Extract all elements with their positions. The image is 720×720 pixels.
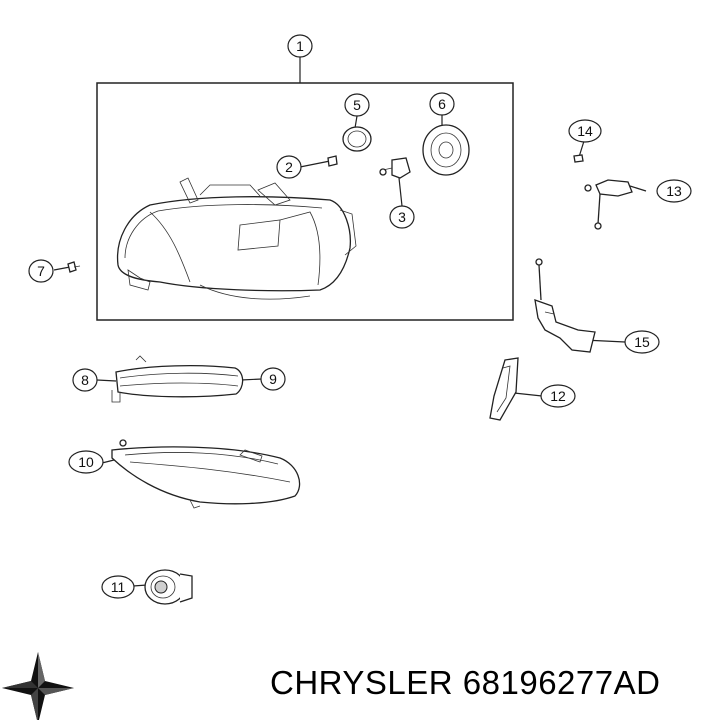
callout-label: 10: [78, 454, 94, 470]
callout-label: 1: [296, 38, 304, 54]
sensor-part-13: [584, 179, 633, 230]
marker-part-12: [489, 357, 519, 421]
assembly-frame: [96, 82, 514, 321]
fog-housing-part-10: [111, 439, 301, 509]
callout-c8: 8: [72, 368, 98, 392]
callout-c3: 3: [389, 205, 415, 229]
callout-label: 13: [666, 183, 682, 199]
callout-label: 6: [438, 96, 446, 112]
callout-label: 9: [269, 371, 277, 387]
callout-label: 8: [81, 372, 89, 388]
callout-c9: 9: [260, 367, 286, 391]
bracket-part-15: [534, 258, 596, 353]
brand-name: CHRYSLER: [270, 664, 454, 701]
headlamp-assembly: [116, 177, 357, 300]
callout-label: 12: [550, 388, 566, 404]
screw-part-7: [67, 261, 81, 273]
callout-c5: 5: [344, 93, 370, 117]
ring-part-5: [342, 126, 372, 152]
callout-label: 11: [111, 579, 126, 595]
drl-parts-8-9: [111, 355, 244, 403]
clip-part-14: [573, 154, 584, 163]
callout-label: 15: [634, 334, 650, 350]
callout-c13: 13: [656, 179, 692, 203]
callout-c1: 1: [287, 34, 313, 58]
callout-c12: 12: [540, 384, 576, 408]
callout-c15: 15: [624, 330, 660, 354]
bulb-part-3: [379, 157, 411, 179]
cover-part-6: [422, 124, 470, 176]
callout-label: 5: [353, 97, 361, 113]
callout-c10: 10: [68, 450, 104, 474]
callout-label: 7: [37, 263, 45, 279]
part-number: 68196277AD: [462, 664, 661, 701]
callout-label: 14: [577, 123, 593, 139]
callout-c11: 11: [101, 575, 135, 599]
callout-c2: 2: [276, 155, 302, 179]
callout-label: 3: [398, 209, 406, 225]
callout-c7: 7: [28, 259, 54, 283]
callout-c14: 14: [568, 119, 602, 143]
chrysler-star-logo: [2, 652, 74, 720]
callout-label: 2: [285, 159, 293, 175]
screw-part-2: [327, 155, 338, 167]
brand-part-number-caption: CHRYSLER 68196277AD: [270, 664, 660, 702]
fog-lamp-part-11: [144, 569, 193, 605]
callout-c6: 6: [429, 92, 455, 116]
